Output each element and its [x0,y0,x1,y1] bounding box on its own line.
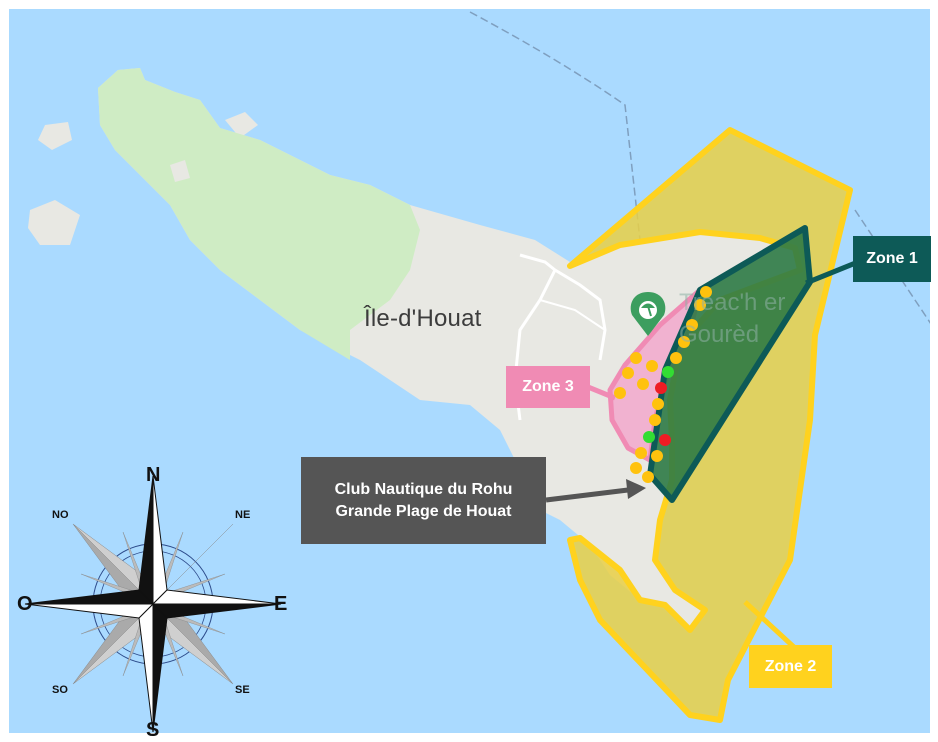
buoy-yellow [637,378,649,390]
buoy-yellow [686,319,698,331]
map-frame: Île-d'Houat Treac'h er Gourèd [9,9,930,733]
zone-3-leader [587,384,616,401]
road-east [554,268,607,361]
buoy-yellow [670,352,682,364]
zone-2-leader [743,600,797,650]
poi-label-line1: Treac'h er [679,289,786,316]
zone-2-label: Zone 2 [749,645,832,688]
buoy-red [655,382,667,394]
buoy-yellow [635,447,647,459]
buoy-line [614,286,712,483]
compass-south-label: S [146,719,160,741]
zone-3-label: Zone 3 [506,366,590,408]
buoy-yellow [646,360,658,372]
buoy-yellow [678,336,690,348]
islet-north [225,112,258,138]
club-nautique-callout: Club Nautique du Rohu Grande Plage de Ho… [301,457,546,544]
buoy-yellow [642,471,654,483]
islet-west [28,200,80,245]
compass-northeast-label: NE [235,509,251,521]
zone-1-leader [805,259,859,286]
club-beach-name: Grande Plage de Houat [335,502,512,520]
vegetation-area [98,68,420,360]
buoy-yellow [630,462,642,474]
buoy-yellow [700,286,712,298]
vegetation-clearing [170,160,190,182]
buoy-yellow [614,387,626,399]
compass-west-label: O [17,593,33,615]
buoy-yellow [630,352,642,364]
club-name: Club Nautique du Rohu [334,480,513,498]
buoy-yellow [652,398,664,410]
compass-east-label: E [274,593,288,615]
club-arrowhead [626,479,646,499]
buoy-green [662,366,674,378]
poi-label-line2: Gourèd [679,321,760,348]
map-canvas[interactable] [9,9,930,733]
zone-1-label: Zone 1 [853,236,931,282]
islet-northwest [38,122,72,150]
club-leader [545,487,629,503]
compass-northwest-label: NO [52,509,69,521]
buoy-yellow [622,367,634,379]
buoy-yellow [649,414,661,426]
compass-north-label: N [146,464,161,486]
maritime-boundary-line [469,11,641,241]
island-name-label: Île-d'Houat [364,305,482,332]
buoy-green [643,431,655,443]
buoy-yellow [651,450,663,462]
beach-umbrella-icon[interactable] [630,292,666,336]
compass-rose [24,475,282,733]
compass-southwest-label: SO [52,684,68,696]
compass-southeast-label: SE [235,684,250,696]
buoy-red [659,434,671,446]
road-link [539,299,606,331]
buoy-yellow [694,299,706,311]
